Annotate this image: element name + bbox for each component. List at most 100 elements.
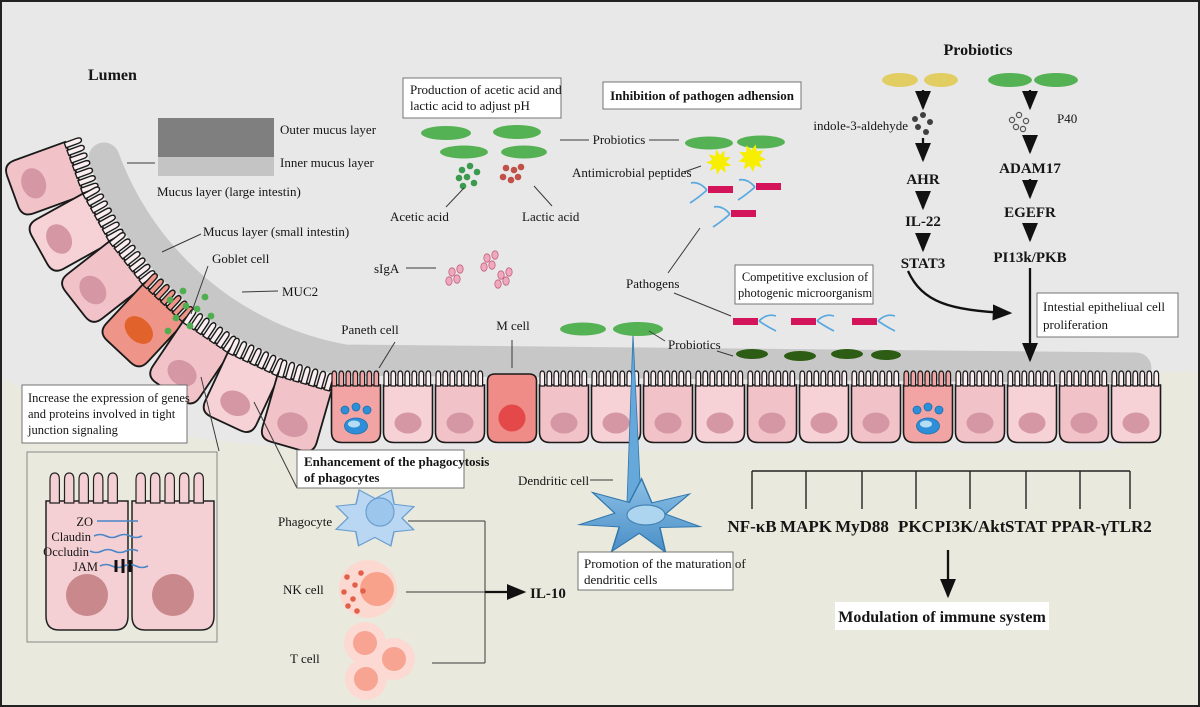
jam-label: JAM bbox=[73, 560, 98, 574]
paneth-connector bbox=[378, 341, 396, 369]
pathogens-connector-up bbox=[667, 227, 701, 274]
zo-label: ZO bbox=[76, 515, 93, 529]
lactic-acid-dot bbox=[502, 164, 510, 172]
production-line2: lactic acid to adjust pH bbox=[410, 98, 530, 113]
p40-dot bbox=[1008, 116, 1016, 124]
tj-line2: and proteins involved in tight bbox=[28, 407, 176, 421]
probiotic-ellipse bbox=[1034, 73, 1078, 87]
probiotic-ellipse bbox=[685, 136, 733, 150]
pathogen-bar bbox=[791, 318, 816, 325]
molecule-stat: STAT bbox=[1005, 517, 1048, 536]
pathogen-bar bbox=[756, 183, 781, 190]
probiotic-dark-ellipse bbox=[831, 349, 863, 359]
ahr-node: AHR bbox=[906, 172, 940, 188]
probiotic-ellipse bbox=[421, 126, 471, 140]
lumen-label: Lumen bbox=[88, 67, 137, 84]
molecule-nfkb: NF-κB bbox=[727, 517, 776, 536]
p40-dot bbox=[1015, 111, 1023, 119]
indole-dot bbox=[912, 116, 918, 122]
pathogen-bar bbox=[852, 318, 877, 325]
tight-junction-inset-frame bbox=[26, 451, 218, 643]
signaling-bracket bbox=[751, 470, 1131, 509]
muc2-granules bbox=[164, 287, 215, 335]
probiotic-ellipse bbox=[560, 322, 606, 336]
acetic-connector bbox=[445, 187, 465, 208]
lactic-acid-dot bbox=[510, 166, 518, 174]
indole-dot bbox=[923, 129, 929, 135]
dendritic-label: Dendritic cell bbox=[518, 473, 589, 488]
lactic-acid-dot bbox=[507, 176, 515, 184]
epithelial-cell bbox=[746, 370, 798, 444]
acetic-acid-dot bbox=[470, 179, 478, 187]
probiotic-ellipse bbox=[924, 73, 958, 87]
molecule-pkc: PKC bbox=[898, 517, 934, 536]
inset-connector-2 bbox=[253, 401, 298, 489]
acetic-acid-dot bbox=[458, 166, 466, 174]
epithelial-cell bbox=[28, 186, 124, 272]
production-box bbox=[402, 77, 562, 119]
occludin-label: Occludin bbox=[43, 545, 90, 559]
pathogen-bar bbox=[731, 210, 756, 217]
epithelial-cell bbox=[694, 370, 746, 444]
epithelial-cell bbox=[1058, 370, 1110, 444]
antimicrobial-peptide-star bbox=[738, 144, 766, 172]
probiotics-mid-connector-1 bbox=[648, 330, 666, 342]
m-cell-shape bbox=[486, 373, 538, 444]
antimicrobial-label: Antimicrobial peptides bbox=[572, 165, 692, 180]
indole-dot bbox=[915, 124, 921, 130]
lactic-label: Lactic acid bbox=[522, 209, 580, 224]
paneth-cell-shape bbox=[330, 370, 382, 444]
epithelial-cell bbox=[5, 137, 99, 216]
claudin-label: Claudin bbox=[51, 530, 91, 544]
signaling-pathways-zone bbox=[882, 73, 1078, 135]
pathogen-bar bbox=[733, 318, 758, 325]
probiotic-ellipse bbox=[988, 73, 1032, 87]
stat3-curved-arrow bbox=[906, 270, 1013, 321]
tight-junction-inset bbox=[45, 472, 215, 631]
molecule-mapk: MAPK bbox=[780, 517, 833, 536]
epithelial-cell bbox=[61, 231, 156, 323]
muc2-connector bbox=[241, 290, 279, 293]
inset-connector-1 bbox=[200, 376, 220, 452]
mcell-label: M cell bbox=[496, 318, 530, 333]
competitive-line1: Competitive exclusion of bbox=[742, 270, 869, 284]
probiotic-ellipse bbox=[737, 135, 785, 149]
goblet-label: Goblet cell bbox=[212, 251, 270, 266]
adam17-node: ADAM17 bbox=[999, 161, 1061, 177]
probiotics-mid-connector-2 bbox=[716, 350, 734, 357]
lactic-connector bbox=[533, 185, 553, 207]
il22-node: IL-22 bbox=[905, 214, 941, 230]
probiotics-top-label: Probiotics bbox=[593, 132, 646, 147]
lactic-acid-dot bbox=[517, 163, 525, 171]
maturation-line2: dendritic cells bbox=[584, 572, 657, 587]
probiotic-ellipse bbox=[440, 145, 488, 159]
epithelial-cell bbox=[590, 370, 642, 444]
nk-label: NK cell bbox=[283, 582, 324, 597]
phagocytosis-line1: Enhancement of the phagocytosis bbox=[304, 454, 489, 469]
epithelial-cell bbox=[1006, 370, 1058, 444]
egefr-node: EGEFR bbox=[1004, 205, 1056, 221]
indole-dot bbox=[927, 119, 933, 125]
probiotic-ellipse bbox=[882, 73, 918, 87]
proliferation-line1: Intestial epitheliual cell bbox=[1043, 299, 1165, 314]
maturation-box bbox=[577, 551, 734, 591]
siga-cluster bbox=[445, 250, 513, 289]
acid-production-zone bbox=[421, 125, 547, 190]
goblet-connector bbox=[190, 265, 209, 315]
probiotic-dark-ellipse bbox=[871, 350, 901, 360]
acetic-acid-dot bbox=[466, 162, 474, 170]
p40-dot bbox=[1022, 117, 1030, 125]
epithelial-cell bbox=[434, 370, 486, 444]
claudin-line bbox=[93, 533, 143, 539]
tj-line3: junction signaling bbox=[27, 423, 119, 437]
p40-label: P40 bbox=[1057, 111, 1077, 126]
acetic-acid-dot bbox=[473, 168, 481, 176]
acetic-acid-dot bbox=[463, 173, 471, 181]
epithelial-cell bbox=[202, 337, 284, 433]
probiotic-ellipse bbox=[501, 145, 547, 159]
lactic-acid-dot bbox=[499, 173, 507, 181]
pathogen-adhesion-zone bbox=[560, 135, 901, 361]
epithelial-cell bbox=[538, 370, 590, 444]
